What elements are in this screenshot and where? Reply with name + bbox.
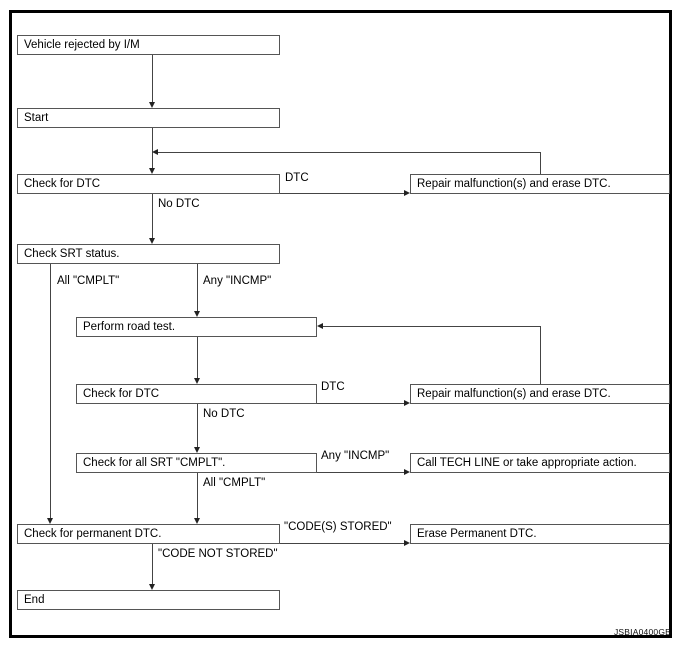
edge-vehicle-rejected-to-start	[152, 55, 153, 103]
edge-label-all-cmplt-all-srt: All "CMPLT"	[203, 477, 266, 489]
edge-dtc-2-to-repair-2	[317, 403, 404, 404]
edge-label-any-incmp-srt: Any "INCMP"	[203, 275, 272, 287]
arrowhead-down-to-check-all-srt	[193, 447, 200, 453]
edge-any-incmp-to-road-test	[197, 264, 198, 311]
edge-repair-1-feedback-return	[156, 152, 541, 153]
arrowhead-down-to-check-dtc-2	[193, 378, 200, 384]
edge-label-no-dtc-2: No DTC	[203, 408, 245, 420]
node-tech-line: Call TECH LINE or take appropriate actio…	[410, 453, 670, 473]
edge-label-all-cmplt-srt: All "CMPLT"	[57, 275, 120, 287]
arrowhead-down-all-cmplt-to-check-permanent	[46, 518, 53, 524]
edge-repair-2-feedback-riser	[540, 326, 541, 384]
figure-id: JSBIA0400GB	[613, 627, 671, 637]
arrowhead-down-to-check-dtc-1	[148, 168, 155, 174]
figure-frame	[9, 10, 672, 638]
node-check-dtc-2: Check for DTC	[76, 384, 317, 404]
arrowhead-down-to-end	[148, 584, 155, 590]
arrowhead-right-to-repair-1	[404, 189, 410, 196]
arrowhead-left-feedback-to-road-test	[317, 322, 323, 329]
edge-any-incmp-to-tech-line	[317, 472, 404, 473]
arrowhead-right-to-tech-line	[404, 468, 410, 475]
edge-label-code-not-stored: "CODE NOT STORED"	[158, 548, 278, 560]
edge-label-codes-stored: "CODE(S) STORED"	[284, 521, 392, 533]
edge-all-cmplt-to-check-permanent-2	[197, 473, 198, 518]
edge-label-any-incmp-all-srt: Any "INCMP"	[321, 450, 390, 462]
arrowhead-left-feedback-to-check-dtc-1	[152, 148, 158, 155]
arrowhead-right-to-erase-permanent	[404, 539, 410, 546]
arrowhead-down-to-start	[148, 102, 155, 108]
arrowhead-down-to-road-test	[193, 311, 200, 317]
arrowhead-down-all-cmplt-2	[193, 518, 200, 524]
node-erase-permanent-dtc: Erase Permanent DTC.	[410, 524, 670, 544]
node-check-all-srt: Check for all SRT "CMPLT".	[76, 453, 317, 473]
arrowhead-right-to-repair-2	[404, 399, 410, 406]
edge-all-cmplt-to-check-permanent	[50, 264, 51, 518]
edge-code-not-stored-to-end	[152, 544, 153, 584]
edge-label-dtc-1: DTC	[285, 172, 309, 184]
node-road-test: Perform road test.	[76, 317, 317, 337]
edge-no-dtc-1-to-check-srt	[152, 194, 153, 238]
node-repair-1: Repair malfunction(s) and erase DTC.	[410, 174, 670, 194]
edge-label-no-dtc-1: No DTC	[158, 198, 200, 210]
edge-codes-stored-to-erase-permanent	[280, 543, 404, 544]
edge-repair-1-feedback-riser	[540, 152, 541, 174]
edge-label-dtc-2: DTC	[321, 381, 345, 393]
edge-no-dtc-2-to-check-all-srt	[197, 404, 198, 447]
node-repair-2: Repair malfunction(s) and erase DTC.	[410, 384, 670, 404]
node-start: Start	[17, 108, 280, 128]
edge-dtc-1-to-repair-1	[280, 193, 404, 194]
node-end: End	[17, 590, 280, 610]
node-check-permanent-dtc: Check for permanent DTC.	[17, 524, 280, 544]
edge-repair-2-feedback-return	[321, 326, 541, 327]
edge-road-test-to-check-dtc-2	[197, 337, 198, 378]
node-vehicle-rejected: Vehicle rejected by I/M	[17, 35, 280, 55]
node-check-srt: Check SRT status.	[17, 244, 280, 264]
node-check-dtc-1: Check for DTC	[17, 174, 280, 194]
arrowhead-down-to-check-srt	[148, 238, 155, 244]
